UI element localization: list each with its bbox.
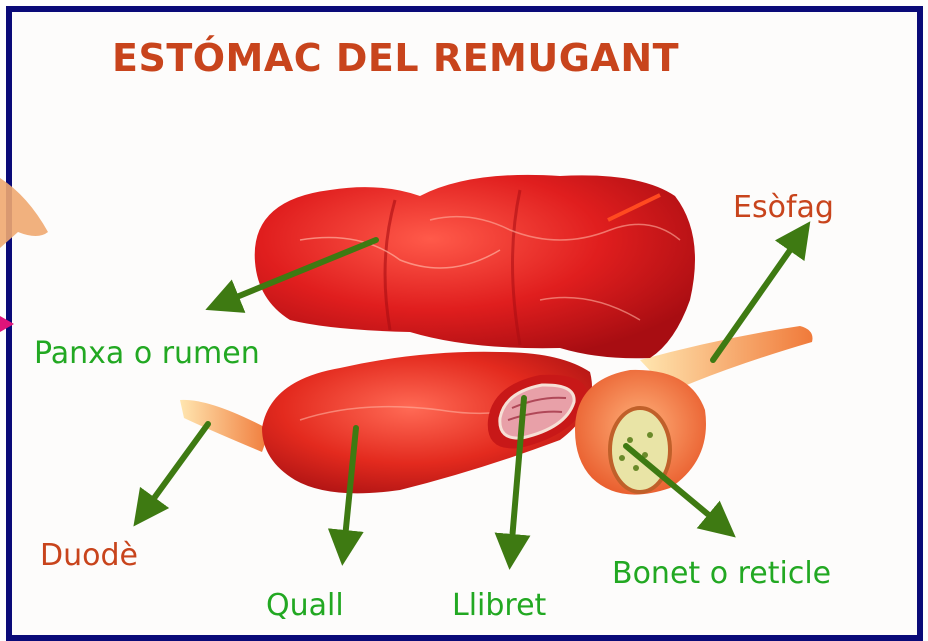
label-bonet: Bonet o reticle	[612, 556, 831, 591]
label-esofag: Esòfag	[733, 190, 834, 225]
label-duode: Duodè	[40, 538, 138, 573]
rumen-shape	[255, 175, 695, 358]
reticulum-dot-3	[633, 465, 639, 471]
reticulum-dot-1	[627, 437, 633, 443]
reticulum-opening	[610, 408, 670, 492]
label-llibret: Llibret	[452, 588, 546, 623]
pink-arrow-tip	[0, 316, 14, 332]
arrow-duode	[144, 424, 208, 512]
label-quall: Quall	[266, 588, 344, 623]
reticulum-dot-5	[619, 455, 625, 461]
left-edge-fragment	[0, 178, 48, 248]
label-panxa: Panxa o rumen	[34, 336, 260, 371]
page-title: ESTÓMAC DEL REMUGANT	[112, 36, 679, 80]
reticulum-dot-4	[647, 432, 653, 438]
